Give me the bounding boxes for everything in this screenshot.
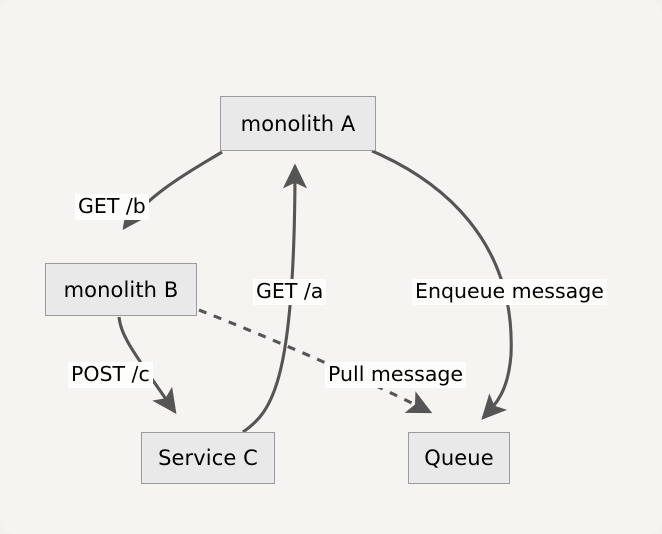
- node-monolith-b[interactable]: monolith B: [45, 263, 197, 316]
- node-label: Service C: [158, 446, 258, 470]
- edge-label-b-to-c: POST /c: [68, 362, 153, 388]
- edge-label-c-to-a: GET /a: [253, 279, 327, 305]
- node-label: monolith B: [63, 277, 179, 302]
- edge-label-b-to-queue: Pull message: [325, 362, 467, 388]
- node-service-c[interactable]: Service C: [141, 432, 275, 484]
- node-label: monolith A: [240, 111, 356, 136]
- node-monolith-a[interactable]: monolith A: [220, 96, 376, 151]
- edge-c-to-a: [242, 163, 308, 434]
- edge-label-a-to-b: GET /b: [75, 194, 149, 220]
- edge-b-to-c: [117, 316, 177, 415]
- node-queue[interactable]: Queue: [408, 432, 510, 484]
- edge-label-a-to-queue: Enqueue message: [412, 279, 607, 305]
- edge-b-to-queue: [198, 308, 433, 414]
- node-label: Queue: [424, 446, 494, 470]
